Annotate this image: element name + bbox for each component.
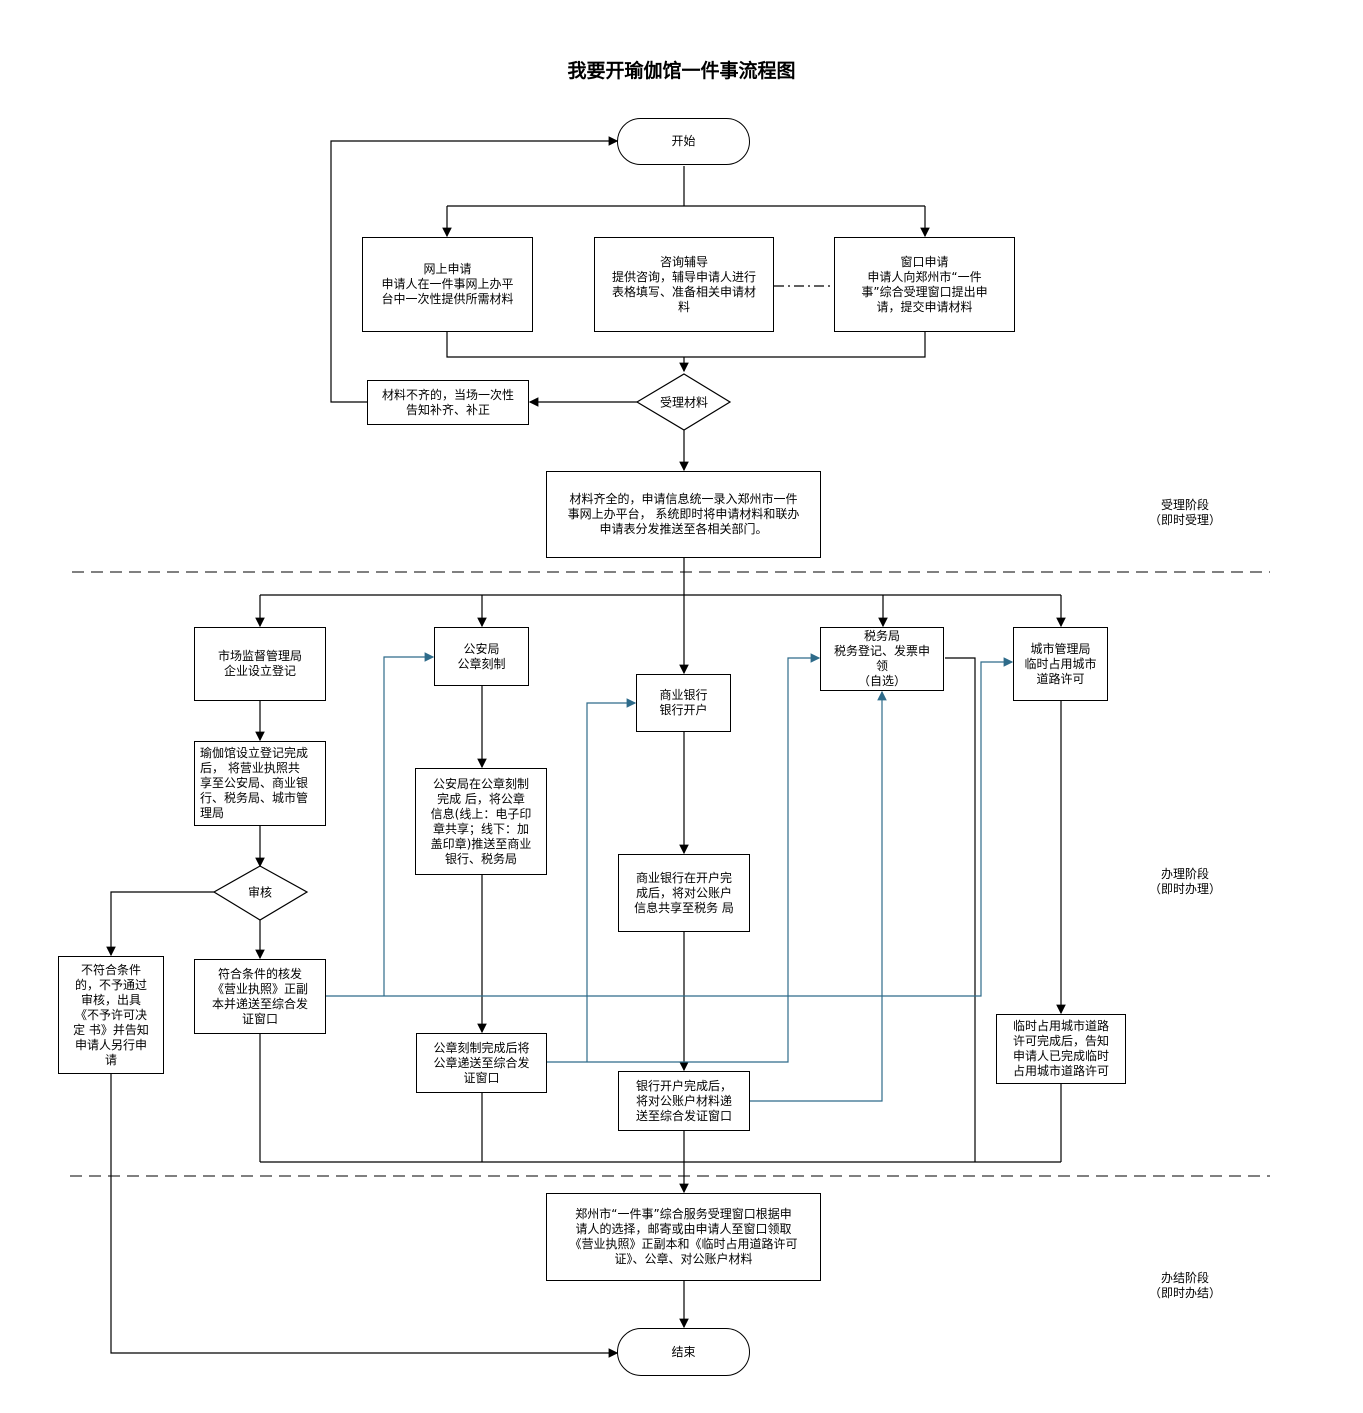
start-terminal: 开始: [617, 118, 750, 165]
complete-box: 材料齐全的，申请信息统一录入郑州市一件 事网上办平台， 系统即时将申请材料和联办…: [546, 471, 821, 558]
final-window-box: 郑州市“一件事”综合服务受理窗口根据申 请人的选择，邮寄或由申请人至窗口领取 《…: [546, 1193, 821, 1281]
city-permit-done-box: 临时占用城市道路 许可完成后，告知 申请人已完成临时 占用城市道路许可: [996, 1014, 1126, 1084]
finish-stage-label: 办结阶段 （即时办结）: [1148, 1271, 1221, 1300]
online-apply-box: 网上申请 申请人在一件事网上办平 台中一次性提供所需材料: [362, 237, 533, 332]
end-terminal: 结束: [617, 1328, 750, 1376]
seal-deliver-box: 公章刻制完成后将 公章递送至综合发 证窗口: [416, 1033, 547, 1093]
accept-label: 受理材料: [659, 395, 709, 410]
window-apply-box: 窗口申请 申请人向郑州市“一件 事”综合受理窗口提出申 请，提交申请材料: [834, 237, 1015, 332]
city-bureau-box: 城市管理局 临时占用城市 道路许可: [1013, 627, 1108, 701]
bank-box: 商业银行 银行开户: [636, 674, 731, 732]
approve-license-box: 符合条件的核发 《营业执照》正副 本并递送至综合发 证窗口: [194, 959, 326, 1034]
accept-diamond: [635, 373, 732, 431]
consult-box: 咨询辅导 提供咨询，辅导申请人进行 表格填写、准备相关申请材 料: [594, 237, 774, 332]
market-bureau-box: 市场监督管理局 企业设立登记: [194, 627, 326, 701]
tax-bureau-box: 税务局 税务登记、发票申 领 （自选）: [820, 627, 944, 691]
bank-deliver-box: 银行开户完成后， 将对公账户材料递 送至综合发证窗口: [618, 1071, 750, 1131]
incomplete-box: 材料不齐的，当场一次性 告知补齐、补正: [367, 380, 529, 425]
review-label: 审核: [247, 885, 273, 900]
police-seal-done-box: 公安局在公章刻制 完成 后，将公章 信息(线上：电子印 章共享；线下：加 盖印章…: [415, 768, 547, 875]
yoga-registration-done-box: 瑜伽馆设立登记完成 后， 将营业执照共 享至公安局、商业银 行、税务局、城市管 …: [194, 741, 326, 826]
review-diamond: [212, 865, 309, 921]
reject-box: 不符合条件 的，不予通过 审核，出具 《不予许可决 定 书》并告知 申请人另行申…: [58, 956, 164, 1074]
handle-stage-label: 办理阶段 （即时办理）: [1148, 867, 1221, 896]
bank-account-done-box: 商业银行在开户完 成后，将对公账户 信息共享至税务 局: [618, 854, 750, 932]
page-title: 我要开瑜伽馆一件事流程图: [567, 60, 796, 82]
accept-stage-label: 受理阶段 （即时受理）: [1148, 498, 1221, 527]
police-bureau-box: 公安局 公章刻制: [434, 627, 529, 686]
